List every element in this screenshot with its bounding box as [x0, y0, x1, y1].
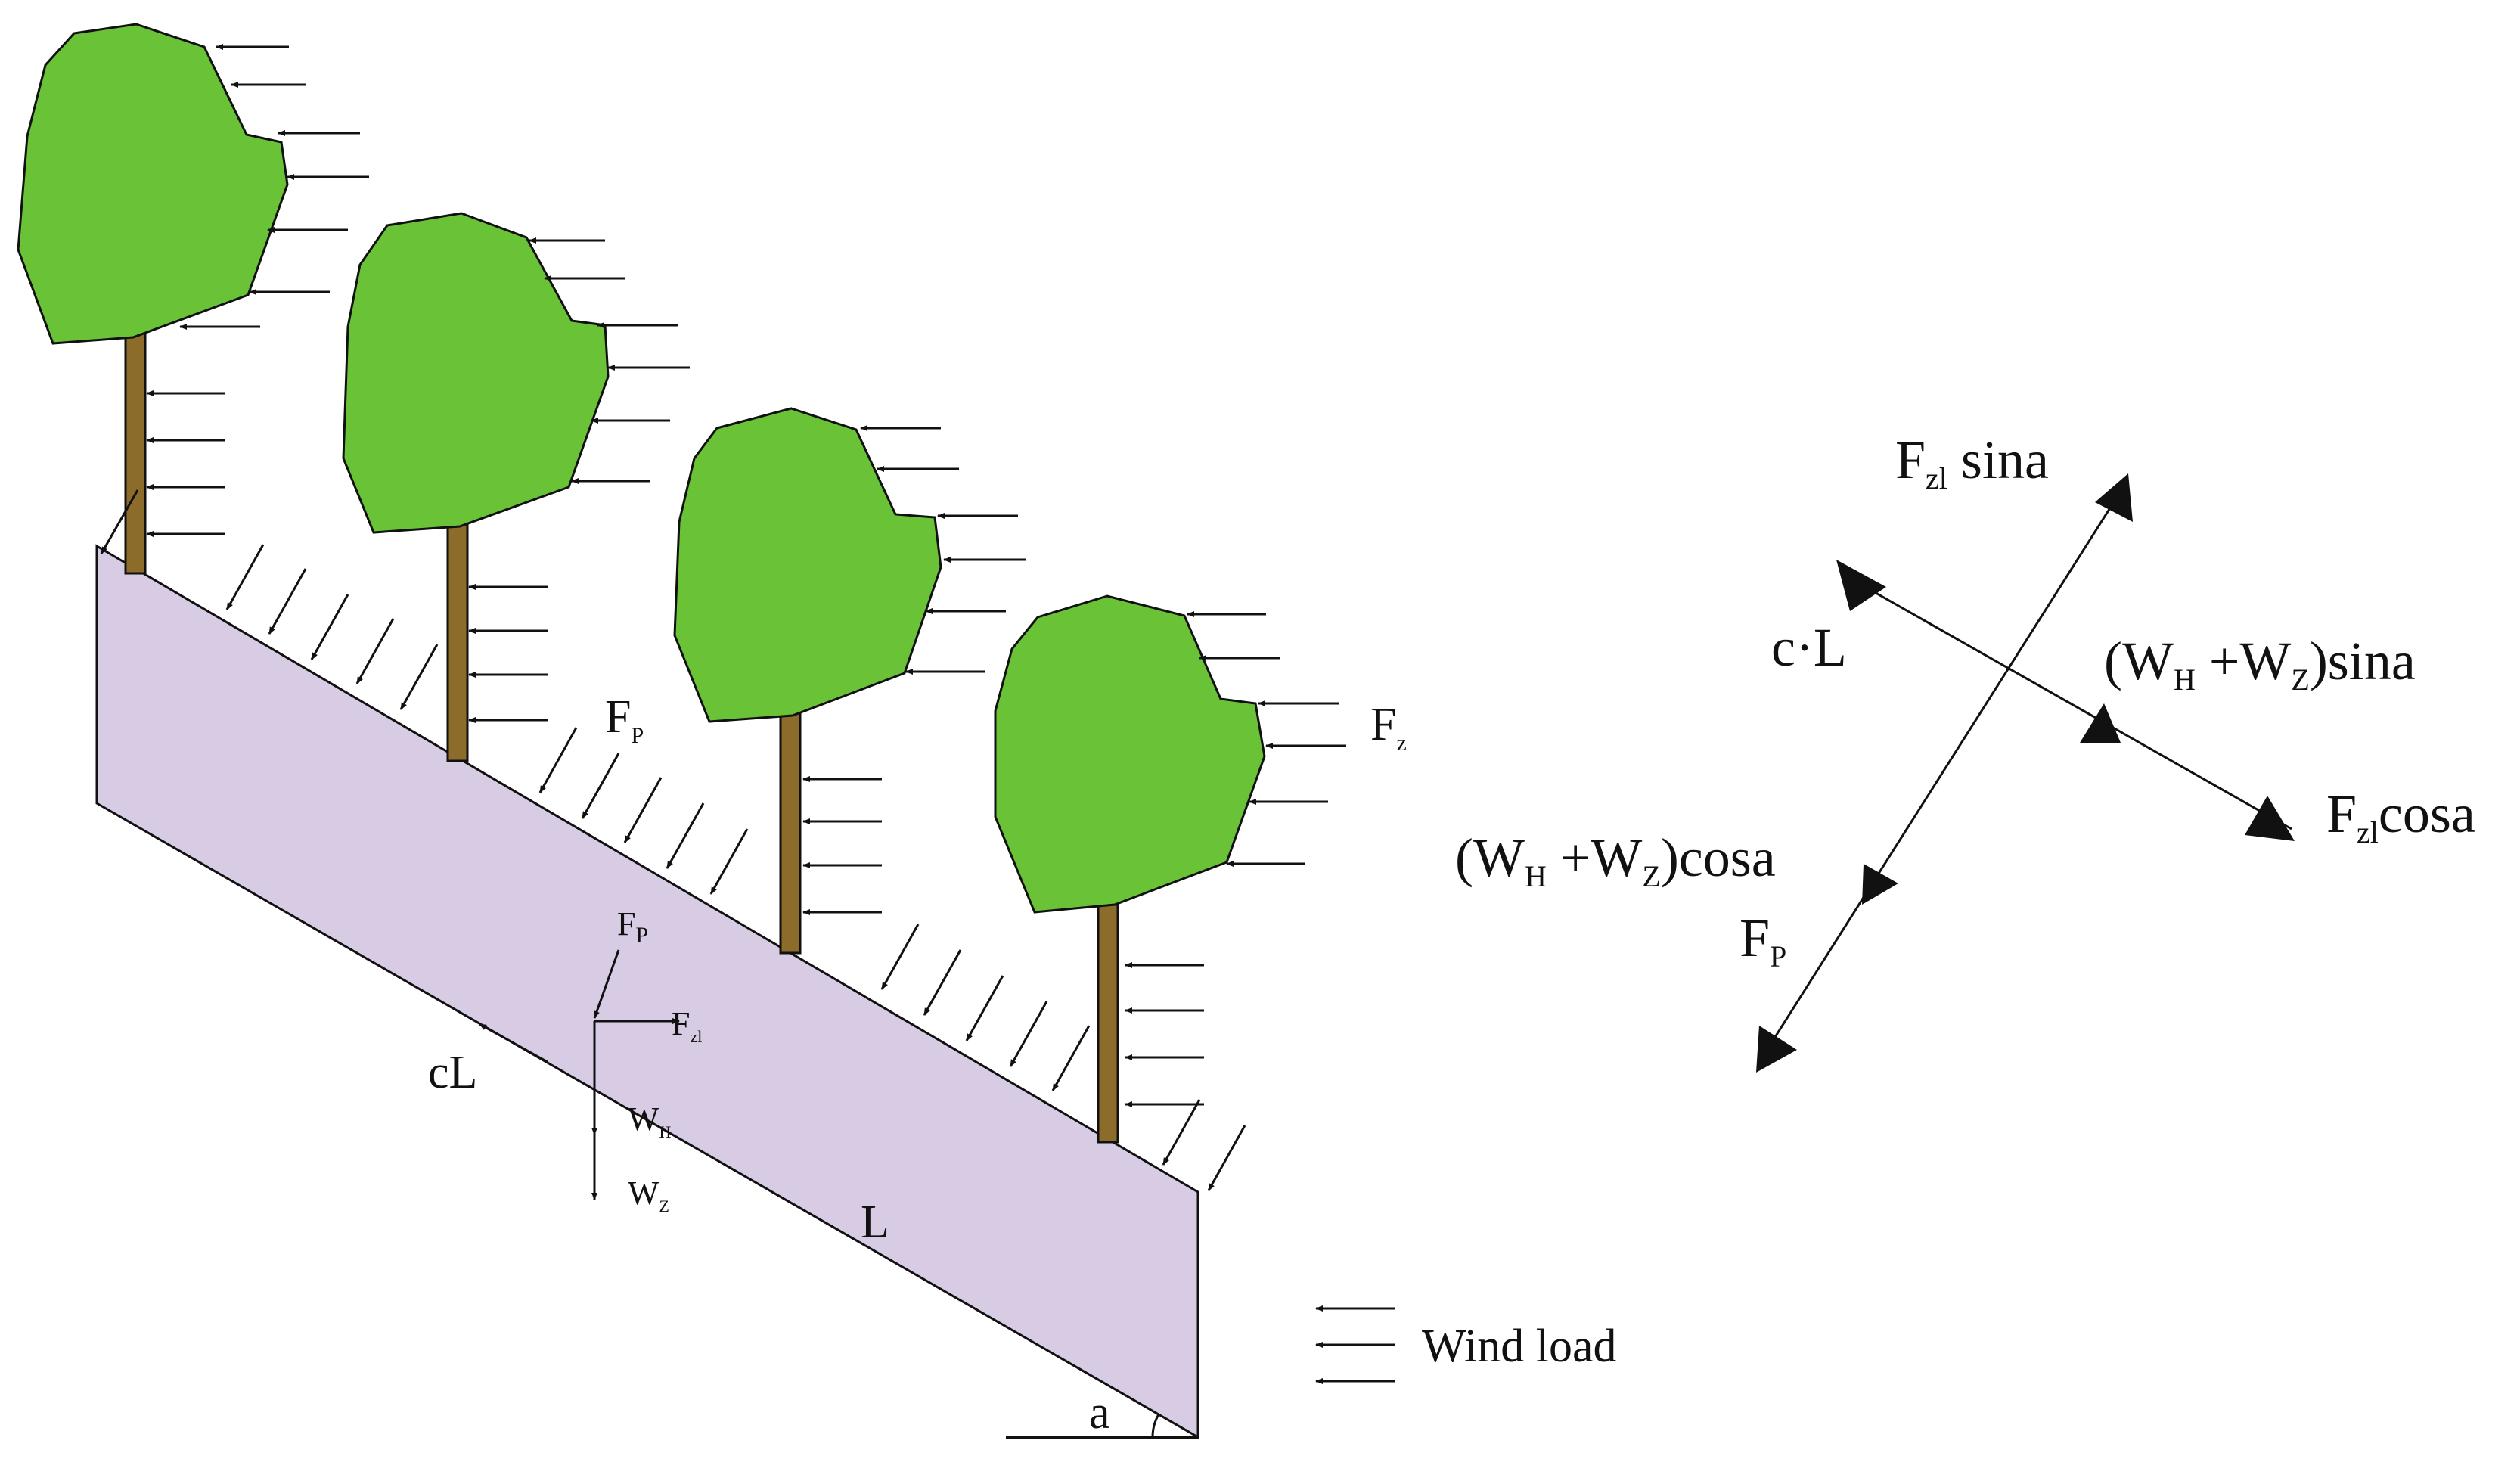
tree-3-canopy	[673, 407, 942, 723]
tree-1-canopy	[17, 23, 289, 345]
label-wz: WZ	[628, 1175, 669, 1215]
tree-1	[17, 23, 289, 575]
label-w-cos: (WH +WZ)cosa	[1455, 827, 1776, 893]
tree-1-trunk	[124, 331, 147, 575]
tri-fzl-sin	[2095, 473, 2133, 522]
tree-4	[994, 594, 1266, 1144]
tri-w-cos	[1862, 864, 1898, 905]
label-fz-main: Fz	[1370, 699, 1407, 756]
label-fzl-sin: Fzl sina	[1895, 430, 2049, 495]
label-fzl-small: Fzl	[672, 1005, 702, 1046]
label-fp-right: FP	[1739, 908, 1786, 973]
label-length: L	[861, 1197, 889, 1248]
label-c-dot-l: c·L	[1771, 617, 1847, 678]
wind-arrows	[100, 44, 1346, 1107]
axis-perp	[1761, 483, 2127, 1058]
element-forces	[479, 949, 680, 1200]
tri-w-sin	[2080, 703, 2121, 743]
tree-2-canopy	[342, 212, 610, 534]
tri-cL	[1836, 560, 1886, 611]
label-wh: WH	[628, 1100, 672, 1141]
label-fp-small: FP	[617, 905, 648, 948]
tri-fp	[1756, 1026, 1797, 1073]
tree-4-canopy	[994, 594, 1266, 914]
force-triangles	[1756, 473, 2295, 1073]
label-fzl-cos: Fzlcosa	[2326, 784, 2475, 849]
label-w-sin: (WH +WZ)sina	[2104, 631, 2416, 697]
tree-4-trunk	[1097, 903, 1119, 1144]
tree-3-trunk	[779, 711, 802, 955]
tree-3	[673, 407, 942, 955]
angle-arc	[1151, 1414, 1160, 1438]
axis-tangent	[1843, 573, 2292, 830]
label-angle: a	[1089, 1387, 1110, 1439]
tree-2	[342, 212, 610, 762]
legend-wind-load: Wind load	[1422, 1321, 1617, 1372]
tree-2-trunk	[446, 520, 469, 762]
tri-fzl-cos	[2245, 796, 2295, 841]
surface-pressure-arrows	[225, 544, 1246, 1191]
label-fp-main: FP	[605, 691, 644, 748]
force-decomposition	[1761, 483, 2292, 1058]
legend-arrows	[1315, 1305, 1395, 1384]
label-cl: cL	[428, 1047, 477, 1098]
